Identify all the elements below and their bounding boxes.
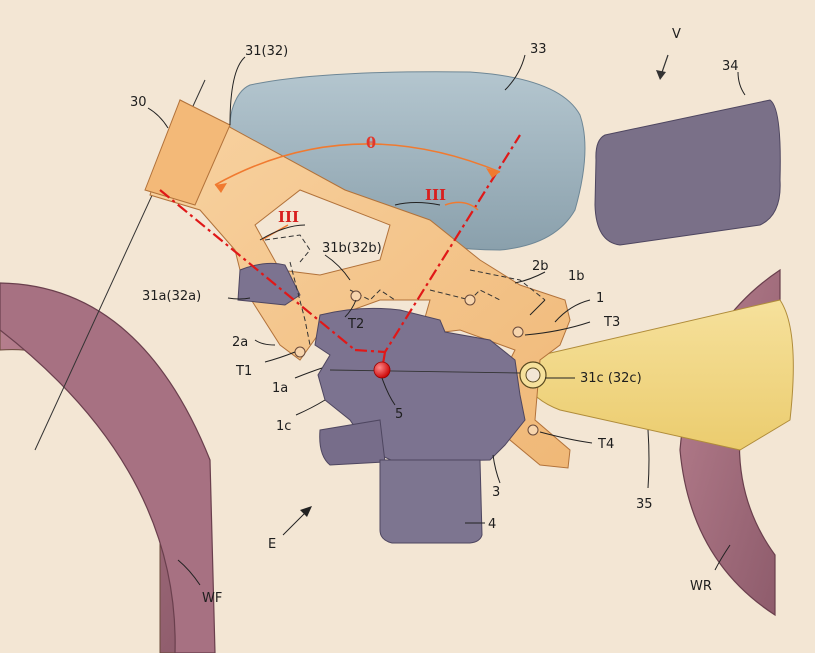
- red-axis-crank: [380, 351, 387, 371]
- label-mount-T4: T4: [597, 437, 614, 452]
- head-pipe: [144, 99, 231, 206]
- engine-cylinder-front: [237, 262, 301, 306]
- label-engine-mount-1b: 1b: [568, 269, 585, 284]
- pivot-inner-icon: [525, 367, 541, 383]
- label-engine-3: 3: [492, 485, 500, 500]
- label-view-arrow: V: [672, 27, 681, 42]
- mount-2b-icon: [464, 294, 476, 306]
- theta-arc: [214, 143, 501, 186]
- hidden-line-frame-inner: [264, 234, 546, 346]
- label-section-right: III: [425, 186, 446, 204]
- label-engine-4: 4: [488, 517, 496, 532]
- label-mount-T3: T3: [603, 315, 620, 330]
- label-tank: 33: [530, 42, 547, 57]
- label-rear-wheel: WR: [690, 579, 712, 594]
- label-frame-no: 31(32): [245, 44, 288, 59]
- label-mount-T1: T1: [235, 364, 252, 379]
- label-engine-1a: 1a: [272, 381, 288, 396]
- crank-center-icon: [373, 361, 391, 379]
- label-engine-1c: 1c: [276, 419, 291, 434]
- front-wheel-rim: [0, 282, 216, 653]
- label-mount-T2: T2: [347, 317, 364, 332]
- labels: 31(32) 30 33 34 V θ III III 31b(32b) 31a…: [130, 27, 739, 606]
- label-pivot-31c: 31c (32c): [580, 371, 642, 386]
- label-front-wheel: WF: [202, 591, 222, 606]
- mount-T2-icon: [350, 290, 362, 302]
- oil-pan: [379, 459, 483, 544]
- label-theta: θ: [366, 134, 376, 152]
- horizontal-reference-line: [329, 369, 521, 374]
- view-arrow-head-icon: [656, 70, 666, 80]
- label-engine-mount-2a: 2a: [232, 335, 248, 350]
- label-engine-1: 1: [596, 291, 604, 306]
- label-section-left: III: [278, 208, 299, 226]
- label-crank-5: 5: [395, 407, 403, 422]
- label-seat: 34: [722, 59, 739, 74]
- engine-lower-left: [319, 419, 386, 466]
- label-frame-front-lower: 31a(32a): [142, 289, 201, 304]
- theta-arrow-left: [215, 183, 227, 193]
- engine-E-arrowhead-icon: [300, 506, 312, 517]
- label-swing-arm-35: 35: [636, 497, 653, 512]
- theta-arrow-right: [486, 168, 500, 178]
- label-head-pipe: 30: [130, 95, 147, 110]
- section-arrow-right: [444, 201, 479, 211]
- leader-lines: [147, 54, 746, 586]
- mount-T3-icon: [512, 326, 524, 338]
- mount-points: [294, 290, 539, 436]
- mount-T1-icon: [294, 346, 306, 358]
- mount-T4-icon: [527, 424, 539, 436]
- seat: [594, 99, 781, 246]
- red-axis-left: [159, 189, 356, 351]
- label-engine-E: E: [268, 537, 276, 552]
- label-engine-mount-2b: 2b: [532, 259, 549, 274]
- label-frame-upper-inner: 31b(32b): [322, 241, 382, 256]
